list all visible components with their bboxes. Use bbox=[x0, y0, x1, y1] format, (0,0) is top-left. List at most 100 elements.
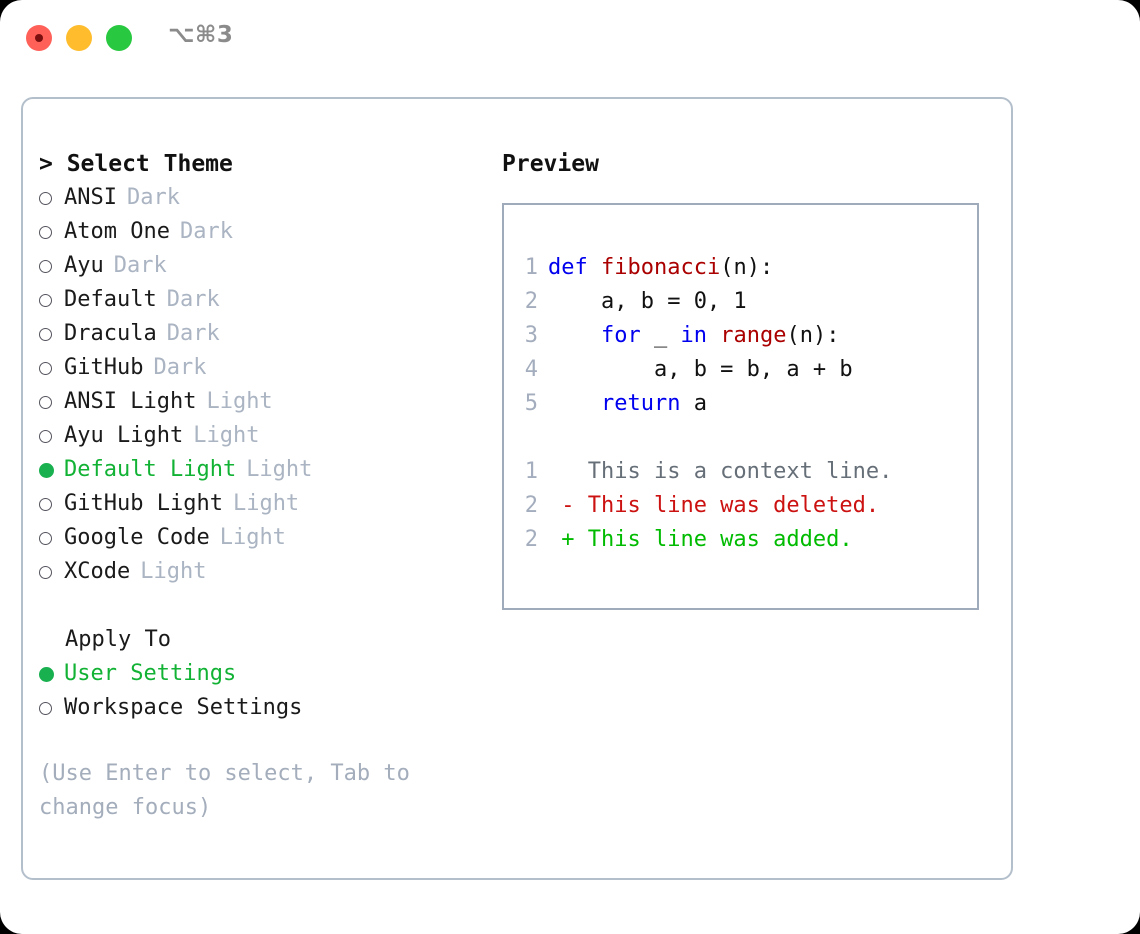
radio-unselected-icon[interactable] bbox=[39, 531, 64, 545]
diff-text: - This line was deleted. bbox=[548, 493, 880, 518]
radio-unselected-icon[interactable] bbox=[39, 293, 64, 307]
apply-to-item[interactable]: User Settings bbox=[39, 657, 499, 691]
code-token: (n): bbox=[786, 323, 840, 348]
code-line: 4 a, b = b, a + b bbox=[518, 353, 892, 387]
radio-unselected-icon[interactable] bbox=[39, 429, 64, 443]
radio-unselected-icon[interactable] bbox=[39, 191, 64, 205]
code-token: fibonacci bbox=[601, 255, 721, 280]
code-token: (n): bbox=[720, 255, 774, 280]
bullet-shape bbox=[39, 191, 52, 205]
radio-selected-icon[interactable] bbox=[39, 666, 64, 682]
radio-unselected-icon[interactable] bbox=[39, 395, 64, 409]
apply-to-item-label: Workspace Settings bbox=[64, 695, 303, 720]
radio-unselected-icon[interactable] bbox=[39, 361, 64, 375]
code-token: for bbox=[600, 323, 641, 348]
radio-unselected-icon[interactable] bbox=[39, 259, 64, 273]
code-token: a bbox=[680, 391, 707, 416]
radio-unselected-icon[interactable] bbox=[39, 701, 64, 715]
minimize-button[interactable] bbox=[66, 25, 92, 51]
code-token: return bbox=[600, 391, 681, 416]
close-button[interactable] bbox=[26, 25, 52, 51]
diff-line: 1 This is a context line. bbox=[518, 455, 893, 489]
theme-item[interactable]: ANSI Light Light bbox=[39, 385, 499, 419]
bullet-shape bbox=[39, 666, 54, 682]
apply-to-item[interactable]: Workspace Settings bbox=[39, 691, 499, 725]
diff-text: This is a context line. bbox=[548, 459, 893, 484]
theme-item-label: XCode bbox=[64, 559, 131, 584]
theme-item-variant: Light bbox=[219, 525, 286, 550]
theme-item-variant: Dark bbox=[179, 219, 233, 244]
line-number: 1 bbox=[524, 459, 538, 484]
keyboard-hint-text: (Use Enter to select, Tab to change focu… bbox=[39, 761, 424, 820]
diff-line: 2 - This line was deleted. bbox=[518, 489, 892, 523]
theme-item-label: Atom One bbox=[64, 219, 170, 244]
theme-item-variant: Light bbox=[206, 389, 273, 414]
bullet-shape bbox=[39, 565, 52, 579]
title-bar: ⌥⌘3 bbox=[0, 0, 1140, 80]
radio-unselected-icon[interactable] bbox=[39, 327, 64, 341]
code-token bbox=[548, 323, 601, 348]
bullet-shape bbox=[39, 462, 54, 478]
apply-to-item-label: User Settings bbox=[64, 661, 237, 686]
theme-item-label: ANSI bbox=[64, 185, 117, 210]
line-number: 3 bbox=[524, 323, 538, 348]
radio-unselected-icon[interactable] bbox=[39, 497, 64, 511]
traffic-light-controls bbox=[26, 25, 132, 51]
code-line: 3 for _ in range(n): bbox=[518, 319, 892, 353]
theme-item-label: Default bbox=[64, 287, 157, 312]
radio-selected-icon[interactable] bbox=[39, 462, 64, 478]
maximize-button[interactable] bbox=[106, 25, 132, 51]
theme-item-label: ANSI Light bbox=[64, 389, 197, 414]
line-number: 1 bbox=[524, 255, 538, 280]
radio-unselected-icon[interactable] bbox=[39, 225, 64, 239]
bullet-shape bbox=[39, 429, 52, 443]
theme-item-label: GitHub bbox=[64, 355, 144, 380]
bullet-shape bbox=[39, 225, 52, 239]
bullet-shape bbox=[39, 293, 52, 307]
theme-item-label: GitHub Light bbox=[64, 491, 223, 516]
theme-item[interactable]: GitHub Dark bbox=[39, 351, 499, 385]
code-token: def bbox=[548, 255, 588, 280]
bullet-shape bbox=[39, 497, 52, 511]
diff-line: 2 + This line was added. bbox=[518, 523, 892, 557]
theme-item-label: Default Light bbox=[64, 457, 237, 482]
line-number: 2 bbox=[524, 493, 538, 518]
bullet-shape bbox=[39, 395, 52, 409]
bullet-shape bbox=[39, 701, 52, 715]
code-token: a, b = 0, 1 bbox=[548, 289, 747, 314]
theme-item-variant: Dark bbox=[113, 253, 167, 278]
line-number: 5 bbox=[524, 391, 538, 416]
line-number: 2 bbox=[524, 289, 538, 314]
theme-item[interactable]: ANSI Dark bbox=[39, 181, 499, 215]
bullet-shape bbox=[39, 327, 52, 341]
line-number: 2 bbox=[524, 527, 538, 552]
theme-item-label: Ayu Light bbox=[64, 423, 184, 448]
diff-text: + This line was added. bbox=[548, 527, 853, 552]
theme-item[interactable]: Atom One Dark bbox=[39, 215, 499, 249]
theme-item-variant: Dark bbox=[126, 185, 180, 210]
theme-item[interactable]: XCode Light bbox=[39, 555, 499, 589]
code-token: range bbox=[720, 323, 787, 348]
bullet-shape bbox=[39, 259, 52, 273]
code-token bbox=[707, 323, 720, 348]
radio-unselected-icon[interactable] bbox=[39, 565, 64, 579]
theme-item-variant: Dark bbox=[153, 355, 207, 380]
bullet-shape bbox=[39, 361, 52, 375]
theme-item-variant: Light bbox=[140, 559, 207, 584]
apply-to-label: Apply To bbox=[65, 627, 171, 652]
code-token bbox=[548, 391, 601, 416]
preview-title: Preview bbox=[502, 151, 599, 177]
list-spacer bbox=[39, 589, 499, 623]
